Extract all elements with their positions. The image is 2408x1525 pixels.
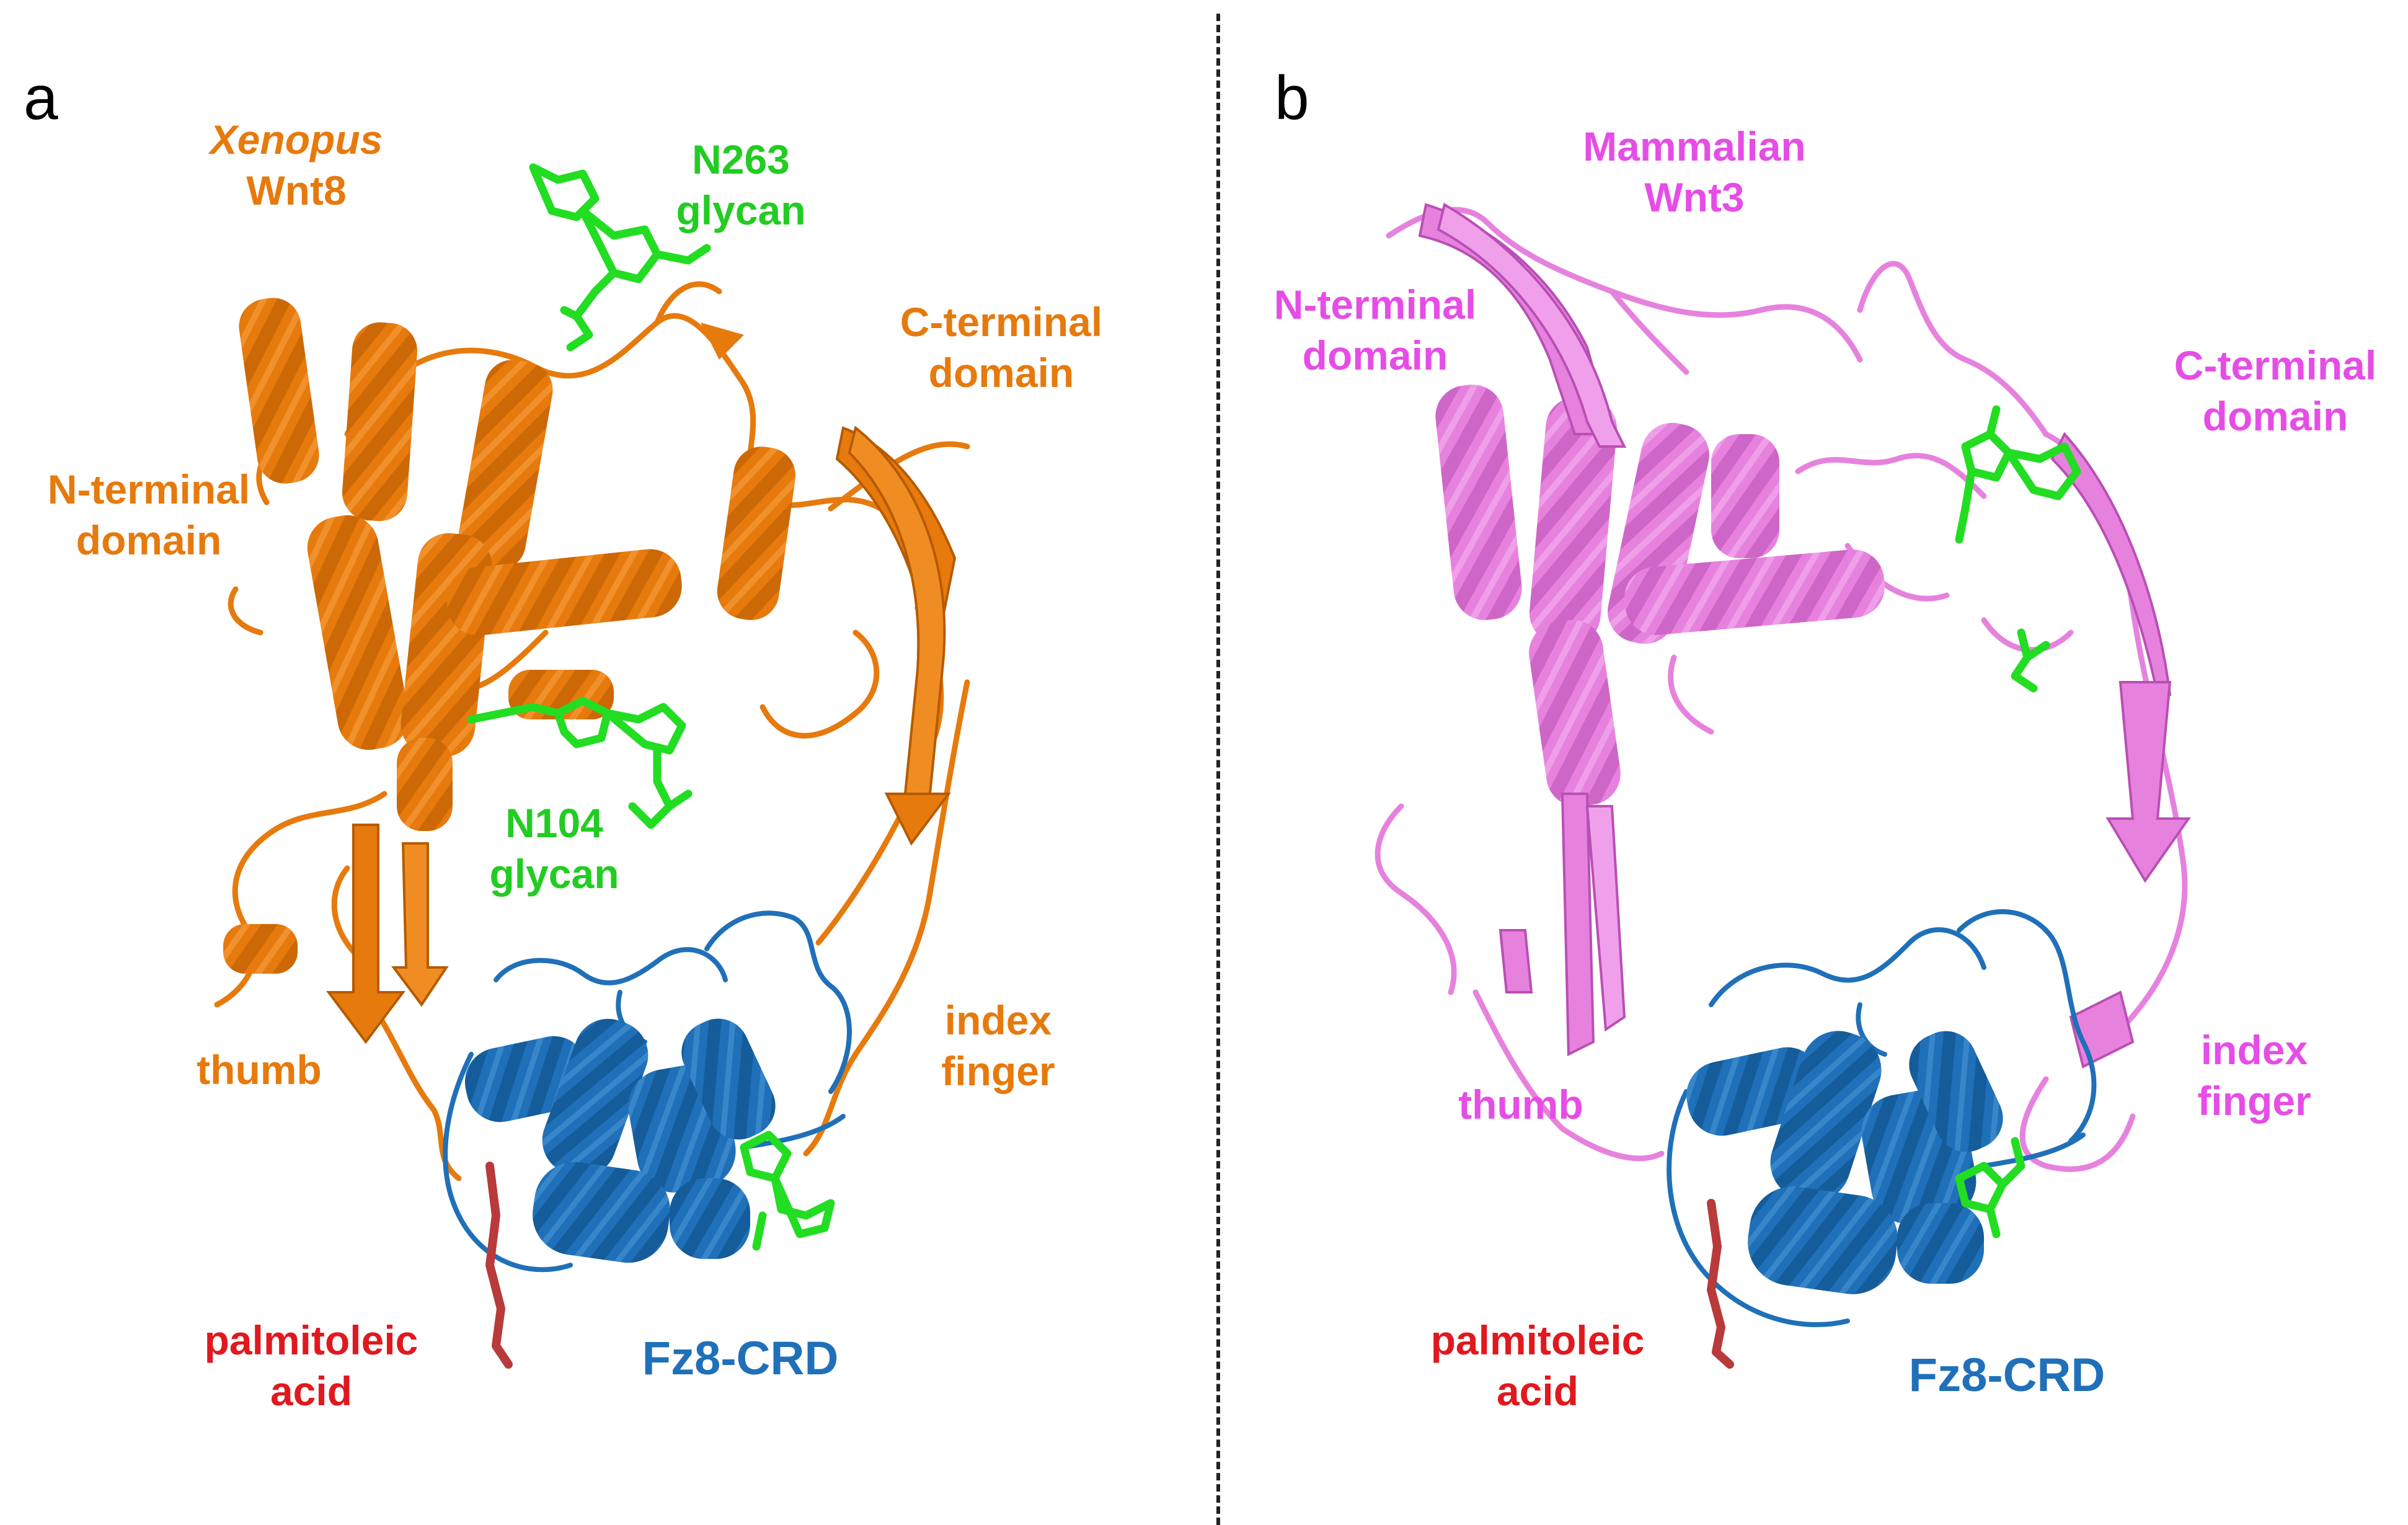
- glycan-crd-b: [1955, 1137, 2025, 1238]
- wnt3-n-terminal-line2: domain: [1302, 332, 1448, 378]
- n263-label-line1: N263: [692, 136, 790, 182]
- n104-label-line1: N104: [505, 800, 603, 846]
- wnt3-n-terminal-label: N-terminal domain: [1274, 279, 1476, 381]
- n104-label-line2: glycan: [489, 851, 619, 897]
- wnt3-loops: [1374, 207, 2188, 1172]
- wnt8-n-terminal-line1: N-terminal: [47, 466, 250, 512]
- n263-label-line2: glycan: [676, 187, 806, 233]
- wnt3-index-line1: index: [2200, 1027, 2308, 1073]
- lipid-a-line1: palmitoleic: [204, 1317, 418, 1363]
- wnt8-c-terminal-label: C-terminal domain: [900, 296, 1102, 398]
- wnt8-n-terminal-label: N-terminal domain: [48, 464, 250, 566]
- wnt3-title-species: Mammalian: [1583, 123, 1806, 169]
- wnt8-title: Xenopus Wnt8: [210, 114, 383, 216]
- n263-glycan-label: N263 glycan: [676, 134, 805, 236]
- lipid-b-line2: acid: [1496, 1368, 1579, 1414]
- wnt3-title-protein: Wnt3: [1644, 174, 1745, 220]
- palmitoleic-acid-a: [485, 1162, 513, 1369]
- wnt3-c-terminal-label: C-terminal domain: [2174, 340, 2376, 442]
- lipid-b-line1: palmitoleic: [1430, 1317, 1645, 1363]
- lipid-a-line2: acid: [270, 1368, 353, 1414]
- wnt3-strands: [1418, 202, 2191, 1069]
- wnt3-thumb-label: thumb: [1458, 1082, 1583, 1127]
- fz8-crd-a: [443, 910, 852, 1273]
- wnt3-c-terminal-line2: domain: [2202, 393, 2348, 439]
- wnt3-c-terminal-line1: C-terminal: [2174, 342, 2377, 388]
- wnt8-title-protein: Wnt8: [246, 167, 347, 213]
- wnt8-index-line1: index: [944, 997, 1052, 1043]
- wnt3-helices: [1435, 385, 1885, 807]
- palmitoleic-acid-label-a: palmitoleic acid: [205, 1315, 418, 1416]
- panel-letter-a: a: [24, 63, 58, 133]
- glycan-n104: [467, 696, 693, 829]
- wnt3-index-finger-label: index finger: [2197, 1025, 2311, 1126]
- wnt8-c-terminal-line2: domain: [928, 350, 1074, 396]
- wnt8-title-species: Xenopus: [210, 117, 383, 162]
- fz8-crd-b: [1667, 909, 2097, 1327]
- glycan-wnt3-mid: [2011, 628, 2050, 693]
- n104-glycan-label: N104 glycan: [489, 798, 619, 899]
- palmitoleic-acid-b: [1707, 1199, 1734, 1369]
- wnt8-n-terminal-line2: domain: [76, 517, 222, 563]
- wnt8-strands: [326, 322, 957, 1044]
- panel-letter-b: b: [1275, 63, 1309, 133]
- wnt8-c-terminal-line1: C-terminal: [900, 299, 1103, 345]
- panel-divider: [1216, 14, 1220, 1525]
- fz8-crd-label-b: Fz8-CRD: [1908, 1349, 2105, 1402]
- wnt8-thumb-label: thumb: [197, 1047, 322, 1093]
- panel-b-structure: [1374, 202, 2191, 1369]
- glycan-n263: [529, 163, 711, 352]
- wnt3-title: Mammalian Wnt3: [1583, 121, 1805, 223]
- fz8-crd-label-a: Fz8-CRD: [642, 1332, 839, 1385]
- wnt8-index-finger-label: index finger: [941, 995, 1055, 1096]
- glycan-crd-a: [740, 1131, 835, 1251]
- wnt8-index-line2: finger: [941, 1048, 1055, 1094]
- wnt3-n-terminal-line1: N-terminal: [1273, 282, 1477, 327]
- wnt3-index-line2: finger: [2197, 1078, 2311, 1124]
- palmitoleic-acid-label-b: palmitoleic acid: [1431, 1315, 1645, 1416]
- panel-a-structure: [214, 163, 970, 1369]
- glycan-wnt3-top: [1955, 405, 2081, 544]
